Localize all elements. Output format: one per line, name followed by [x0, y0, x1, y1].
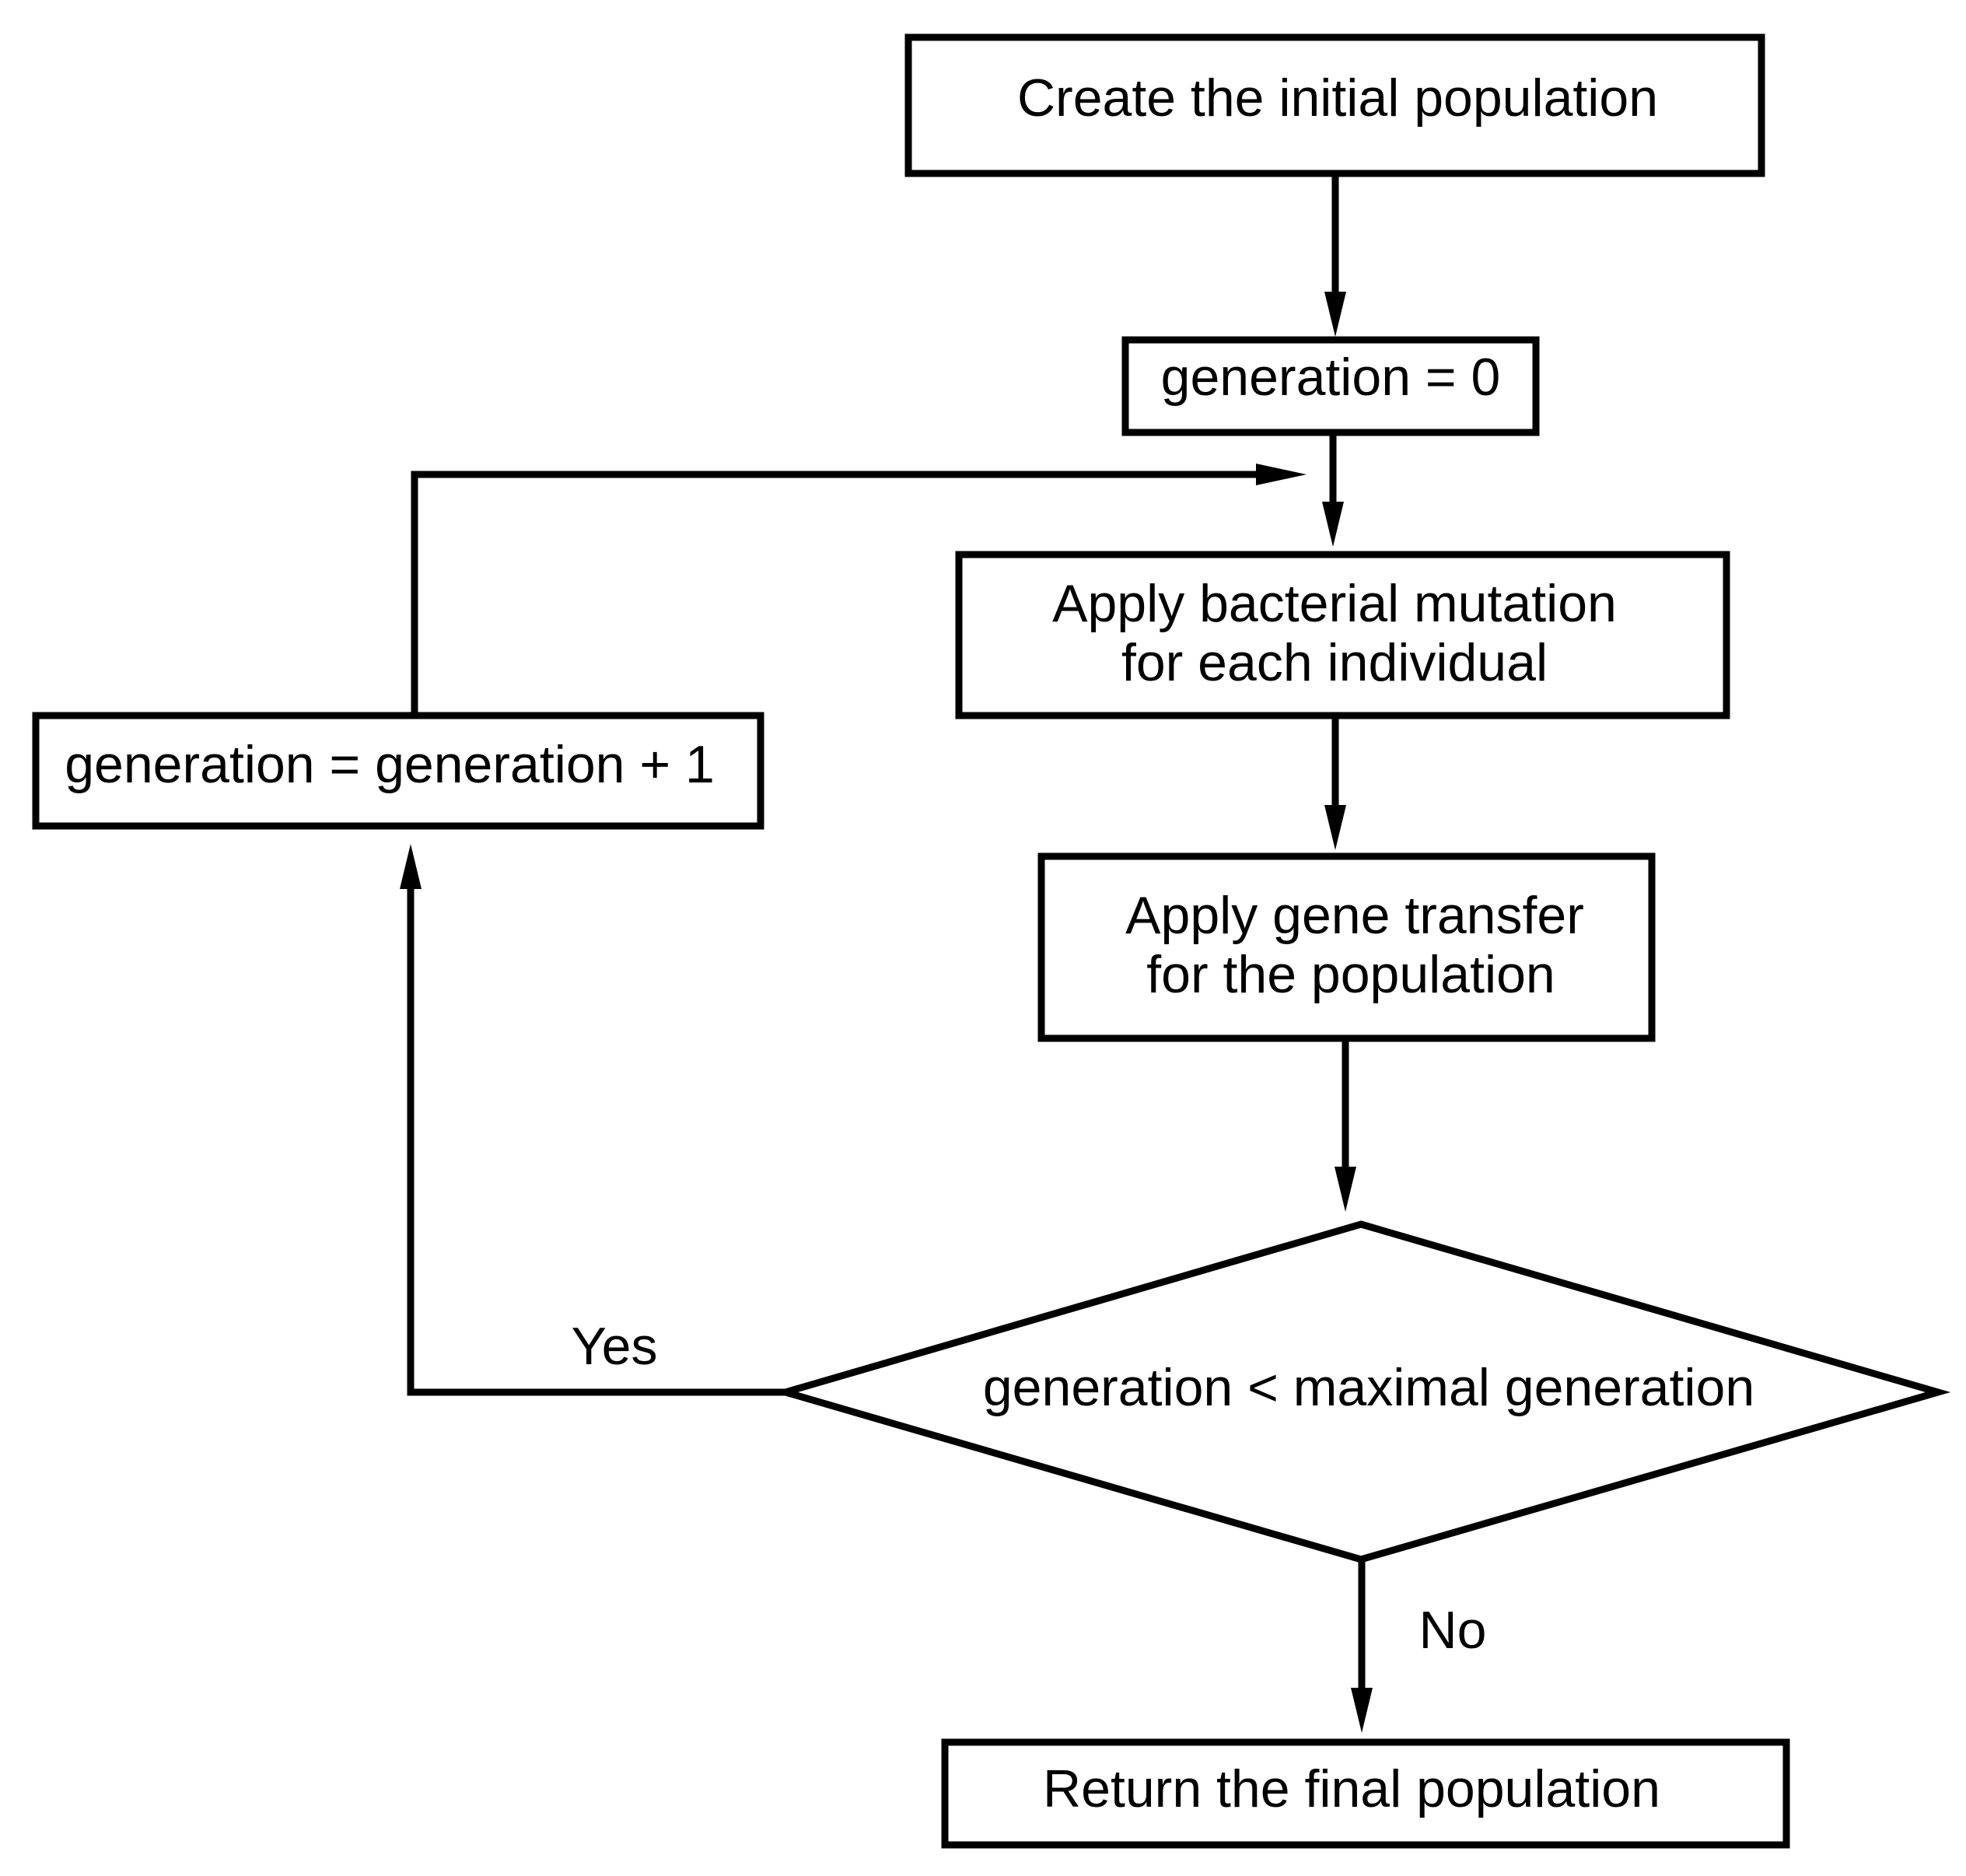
node-return-final-population: Return the final population — [941, 1738, 1790, 1849]
node-generation-increment: generation = generation + 1 — [32, 712, 764, 830]
arrow-head-icon — [1322, 502, 1344, 547]
edge-increment-loop-back — [411, 464, 1307, 716]
node-transfer-label-line2: for the population — [1146, 945, 1555, 1004]
node-increment-label: generation = generation + 1 — [65, 735, 715, 794]
node-transfer-label-line1: Apply gene transfer — [1125, 886, 1584, 945]
edge-init-to-mutation — [1322, 430, 1344, 547]
arrow-head-icon — [1335, 1167, 1356, 1212]
edge-create-to-init — [1324, 171, 1346, 337]
arrow-head-icon — [1256, 464, 1307, 485]
node-generation-init: generation = 0 — [1121, 336, 1540, 436]
arrow-head-icon — [1324, 805, 1346, 850]
node-gene-transfer: Apply gene transfer for the population — [1037, 852, 1656, 1042]
node-create-initial-population: Create the initial population — [904, 33, 1765, 177]
edge-mutation-to-transfer — [1324, 713, 1346, 850]
arrow-head-icon — [400, 844, 422, 889]
edge-label-yes: Yes — [572, 1317, 658, 1376]
node-decision-max-generation: generation < maximal generation — [772, 1220, 1951, 1563]
node-final-label: Return the final population — [1043, 1759, 1660, 1818]
edge-decision-to-final-no — [1351, 1556, 1373, 1733]
node-decision-label: generation < maximal generation — [983, 1358, 1754, 1417]
edge-label-no: No — [1419, 1601, 1487, 1660]
node-bacterial-mutation: Apply bacterial mutation for each indivi… — [955, 551, 1730, 719]
node-mutation-label-line1: Apply bacterial mutation — [1052, 574, 1617, 633]
node-create-label: Create the initial population — [1017, 68, 1658, 128]
node-generation-init-label: generation = 0 — [1161, 348, 1501, 407]
arrow-head-icon — [1351, 1688, 1373, 1733]
edge-transfer-to-decision — [1335, 1036, 1356, 1212]
node-mutation-label-line2: for each individual — [1121, 633, 1548, 692]
edge-decision-to-increment-yes — [400, 844, 789, 1396]
arrow-head-icon — [1324, 292, 1346, 337]
